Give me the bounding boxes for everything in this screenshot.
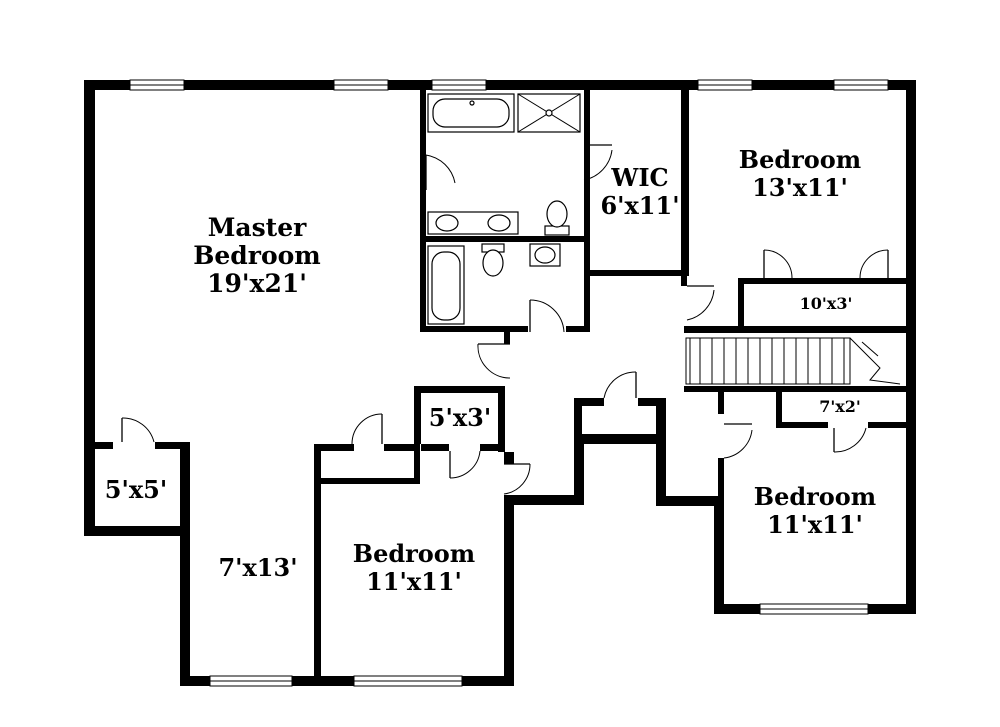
sink-icon	[427, 211, 519, 235]
master-hall-dims: 7'x13'	[218, 553, 297, 582]
bath-fixtures	[427, 93, 581, 325]
closet-5x3-dims: 5'x3'	[429, 403, 491, 432]
bed-ne-name: Bedroom	[739, 145, 861, 174]
door-bed-se	[723, 423, 753, 459]
window-master-1	[129, 79, 185, 91]
windows	[129, 79, 889, 687]
door-master-bath	[425, 154, 456, 190]
window-bed-se	[759, 603, 869, 615]
window-master-2	[333, 79, 389, 91]
door-bed-ne	[686, 285, 715, 321]
bed-se-name: Bedroom	[754, 482, 876, 511]
bed-sw-dims: 11'x11'	[366, 567, 462, 596]
bed-se-dims: 11'x11'	[767, 510, 863, 539]
window-bed-sw	[353, 675, 463, 687]
window-bath	[431, 79, 487, 91]
door-closet-ne-right	[859, 249, 889, 279]
closet-5x5-dims: 5'x5'	[105, 475, 167, 504]
master-name-line2: Bedroom	[193, 241, 321, 270]
window-bed-ne-2	[833, 79, 889, 91]
window-bed-ne-1	[697, 79, 753, 91]
door-hall-bath	[529, 299, 565, 333]
bed-sw-name: Bedroom	[353, 539, 475, 568]
staircase	[685, 337, 901, 385]
window-hall-sw	[209, 675, 293, 687]
wic-dims: 6'x11'	[600, 191, 679, 220]
door-closet-5x3	[449, 450, 481, 479]
bathtub-icon	[427, 93, 515, 133]
closet-ne-dims: 10'x3'	[800, 294, 853, 313]
toilet-hall-icon	[481, 243, 505, 277]
tub-hall-icon	[427, 245, 465, 325]
sink-hall-icon	[529, 243, 561, 267]
door-closet-sw	[351, 413, 383, 445]
door-closet-ne-left	[763, 249, 793, 279]
wic-name: WIC	[610, 163, 668, 192]
doors	[121, 144, 889, 495]
master-name-line1: Master	[208, 213, 307, 242]
interior-walls	[95, 90, 906, 680]
bed-ne-dims: 13'x11'	[752, 173, 848, 202]
closet-7x2-dims: 7'x2'	[819, 397, 861, 416]
door-master-entry	[477, 343, 511, 379]
room-labels: Master Bedroom 19'x21' Bedroom 13'x11' W…	[105, 145, 876, 596]
toilet-icon	[544, 200, 570, 236]
door-closet-5x5	[121, 417, 155, 443]
door-closet-7x2	[833, 427, 867, 453]
master-dims: 19'x21'	[207, 269, 307, 298]
door-linen	[603, 371, 637, 399]
shower-icon	[517, 93, 581, 133]
door-bed-sw	[503, 463, 531, 495]
door-wic	[583, 144, 613, 181]
